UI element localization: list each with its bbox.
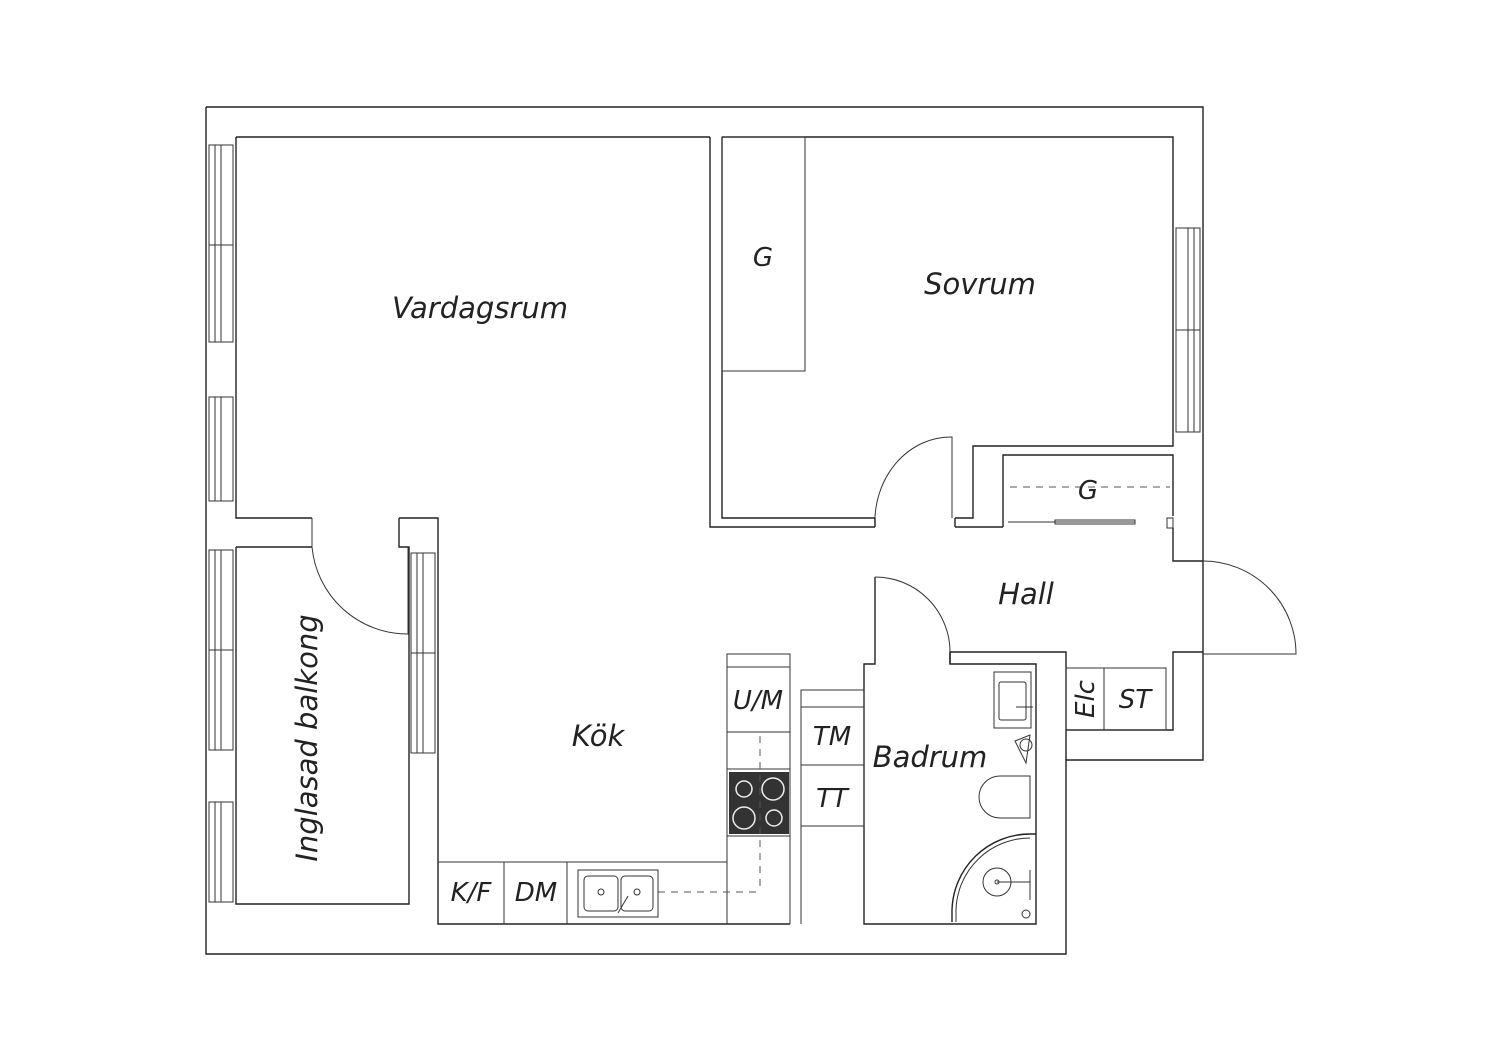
window-balcony-inner [410, 552, 436, 754]
window-living-2 [208, 396, 234, 502]
living-room-wall [709, 137, 875, 528]
hall-wardrobe [1002, 454, 1174, 527]
washing-machine-label: TM [813, 722, 851, 752]
window-living-1 [208, 144, 234, 343]
kitchen-west-wall [399, 517, 790, 925]
dishwasher-label: DM [515, 878, 557, 908]
fridge-freezer-label: K/F [451, 878, 493, 908]
outer-wall [205, 106, 1204, 955]
wardrobe-hall-label: G [1078, 476, 1098, 506]
bathroom-wall [863, 577, 1067, 925]
living-room-wall-west [235, 137, 312, 519]
window-balcony-2 [208, 801, 234, 903]
toilet-flush [1019, 738, 1033, 752]
toilet [978, 775, 1031, 819]
hall-label: Hall [998, 577, 1054, 611]
kitchen-sink-drain-1 [597, 888, 605, 896]
storage-label: ST [1119, 685, 1154, 715]
shower [951, 833, 1036, 922]
balcony-label: Inglasad balkong [290, 614, 324, 861]
hall-wardrobe-post [1166, 517, 1174, 529]
balcony-door-swing [311, 518, 409, 635]
tumble-dryer-label: TT [816, 784, 850, 814]
shower-valve [1021, 909, 1031, 919]
entrance-door-swing [1202, 560, 1297, 655]
kitchen-tall-units [726, 653, 791, 924]
bedroom-wardrobe [721, 136, 806, 372]
bathroom-door-swing [874, 576, 951, 653]
toilet-seat [1014, 734, 1031, 765]
hob-burner-2 [761, 777, 785, 801]
microwave-oven-label: U/M [733, 686, 783, 716]
window-balcony-1 [208, 549, 234, 751]
entrance-wall [1172, 528, 1203, 562]
hob-burner-4 [765, 809, 783, 827]
kitchen-sink [577, 869, 659, 918]
living-room-label: Vardagsrum [392, 291, 568, 325]
bedroom-door-swing [874, 436, 953, 528]
kitchen-sink-basin-2 [620, 875, 654, 912]
bathroom-label: Badrum [873, 740, 988, 774]
elc-label: Elc [1071, 680, 1101, 718]
kitchen-sink-basin-1 [583, 875, 619, 912]
laundry-column [800, 689, 865, 827]
bedroom-wall-west [721, 137, 875, 519]
wardrobe-bedroom-label: G [753, 243, 773, 273]
bathroom-sink [993, 671, 1032, 729]
hob-burner-3 [732, 806, 756, 830]
bedroom-wall [722, 136, 1174, 519]
storage-cabinet [1103, 667, 1167, 731]
shower-enclosure [955, 837, 1031, 922]
window-bedroom [1175, 227, 1201, 433]
bathroom-sink-basin [998, 681, 1027, 721]
hob-burner-1 [735, 780, 753, 798]
kitchen-sink-tap [617, 895, 629, 914]
entrance-wall-lower [1065, 651, 1203, 760]
kitchen-label: Kök [572, 719, 626, 753]
bedroom-label: Sovrum [924, 267, 1036, 301]
balcony-outline [235, 518, 410, 905]
kitchen-sink-drain-2 [633, 888, 641, 896]
